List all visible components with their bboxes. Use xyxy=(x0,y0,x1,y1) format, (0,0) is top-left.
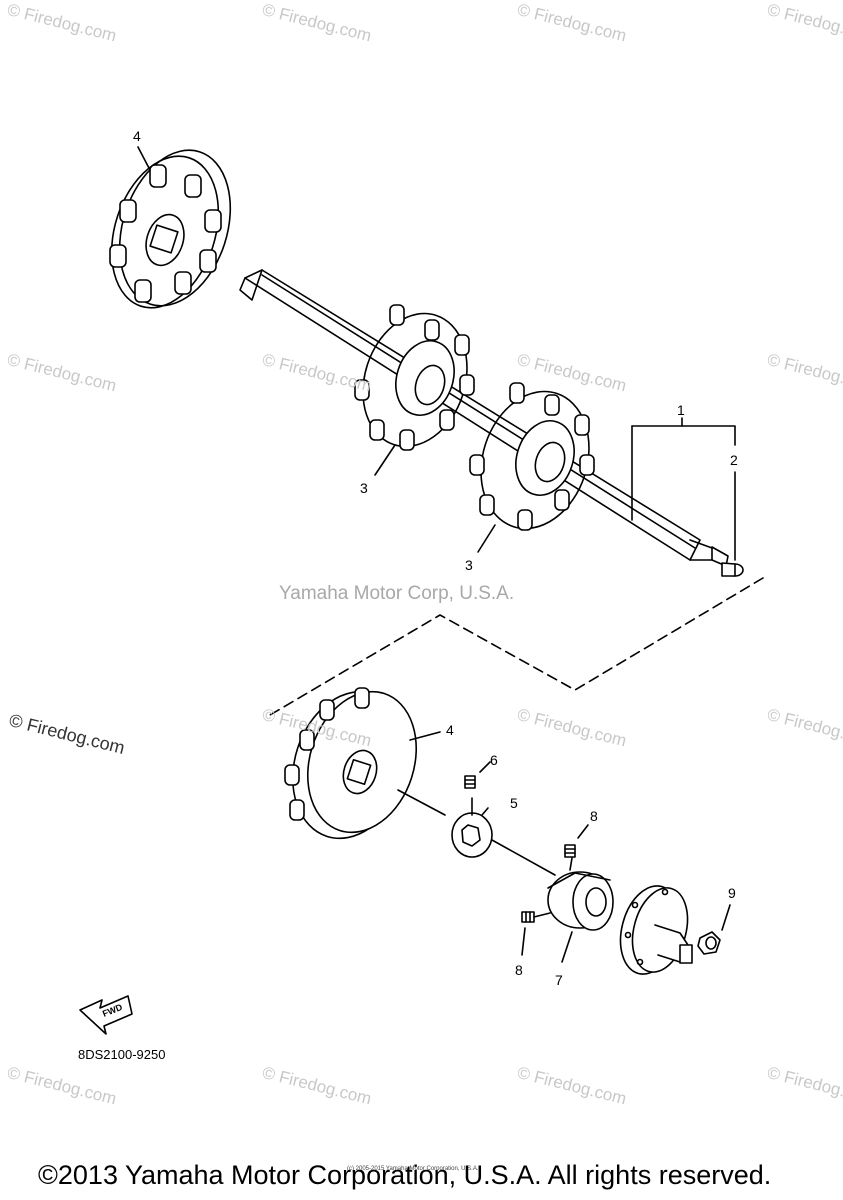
callout-4: 4 xyxy=(133,128,141,144)
callout-4: 4 xyxy=(446,722,454,738)
copyright-footer: ©2013 Yamaha Motor Corporation, U.S.A. A… xyxy=(38,1160,772,1190)
callout-7: 7 xyxy=(555,972,563,988)
part-code: 8DS2100-9250 xyxy=(78,1047,166,1062)
callout-3: 3 xyxy=(465,557,473,573)
callout-3: 3 xyxy=(360,480,368,496)
drive-shaft-1 xyxy=(239,269,729,567)
sprocket-4-upper xyxy=(109,149,232,309)
callout-8: 8 xyxy=(515,962,523,978)
callout-1: 1 xyxy=(677,402,685,418)
callout-5: 5 xyxy=(510,795,518,811)
sprocket-4-lower xyxy=(284,687,441,840)
hub-flange xyxy=(619,885,693,975)
callout-2: 2 xyxy=(730,452,738,468)
fwd-arrow-icon xyxy=(79,995,133,1035)
callout-6: 6 xyxy=(490,752,498,768)
collar-2 xyxy=(721,562,744,577)
set-screw-8-upper xyxy=(564,824,589,871)
set-screw-6 xyxy=(464,761,491,816)
callout-8: 8 xyxy=(590,808,598,824)
sprocket-3-b xyxy=(469,382,595,531)
bearing-7 xyxy=(547,871,614,963)
callout-9: 9 xyxy=(728,885,736,901)
small-copyright: (c) 2005-2015 Yamaha Motor Corporation, … xyxy=(347,1166,479,1172)
sprocket-3-a xyxy=(354,304,475,451)
center-watermark: Yamaha Motor Corp, U.S.A. xyxy=(279,583,515,604)
set-screw-8-lower xyxy=(521,911,551,956)
nut-9 xyxy=(697,904,731,955)
